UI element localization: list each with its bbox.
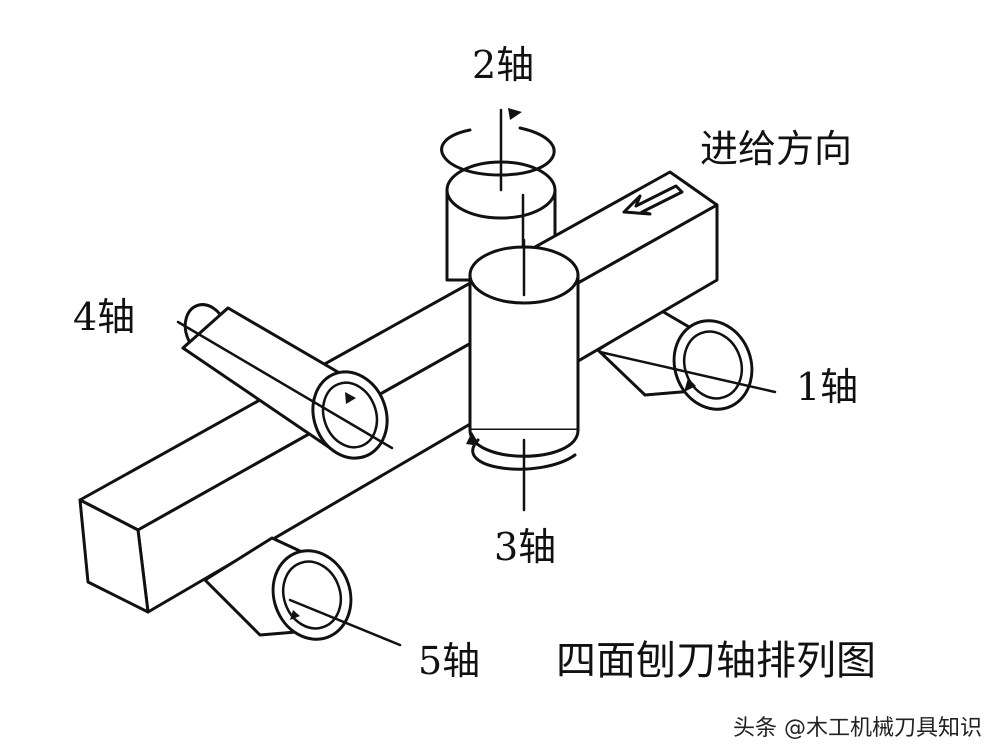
feed-arrow-icon (622, 184, 684, 216)
axis3-cylinder (466, 238, 580, 512)
axis5-label: 5轴 (418, 639, 480, 683)
axis1-label: 1轴 (796, 365, 858, 409)
axis3-label: 3轴 (494, 525, 556, 569)
axis4-label: 4轴 (73, 295, 135, 339)
feed-direction-label: 进给方向 (700, 127, 852, 171)
axis5-roller (203, 536, 402, 647)
diagram-title: 四面刨刀轴排列图 (556, 638, 876, 684)
axis4-cylinder (176, 303, 394, 460)
workpiece-bar (78, 170, 719, 614)
axis2-label: 2轴 (472, 43, 534, 87)
watermark-text: 头条 @木工机械刀具知识 (733, 716, 982, 741)
